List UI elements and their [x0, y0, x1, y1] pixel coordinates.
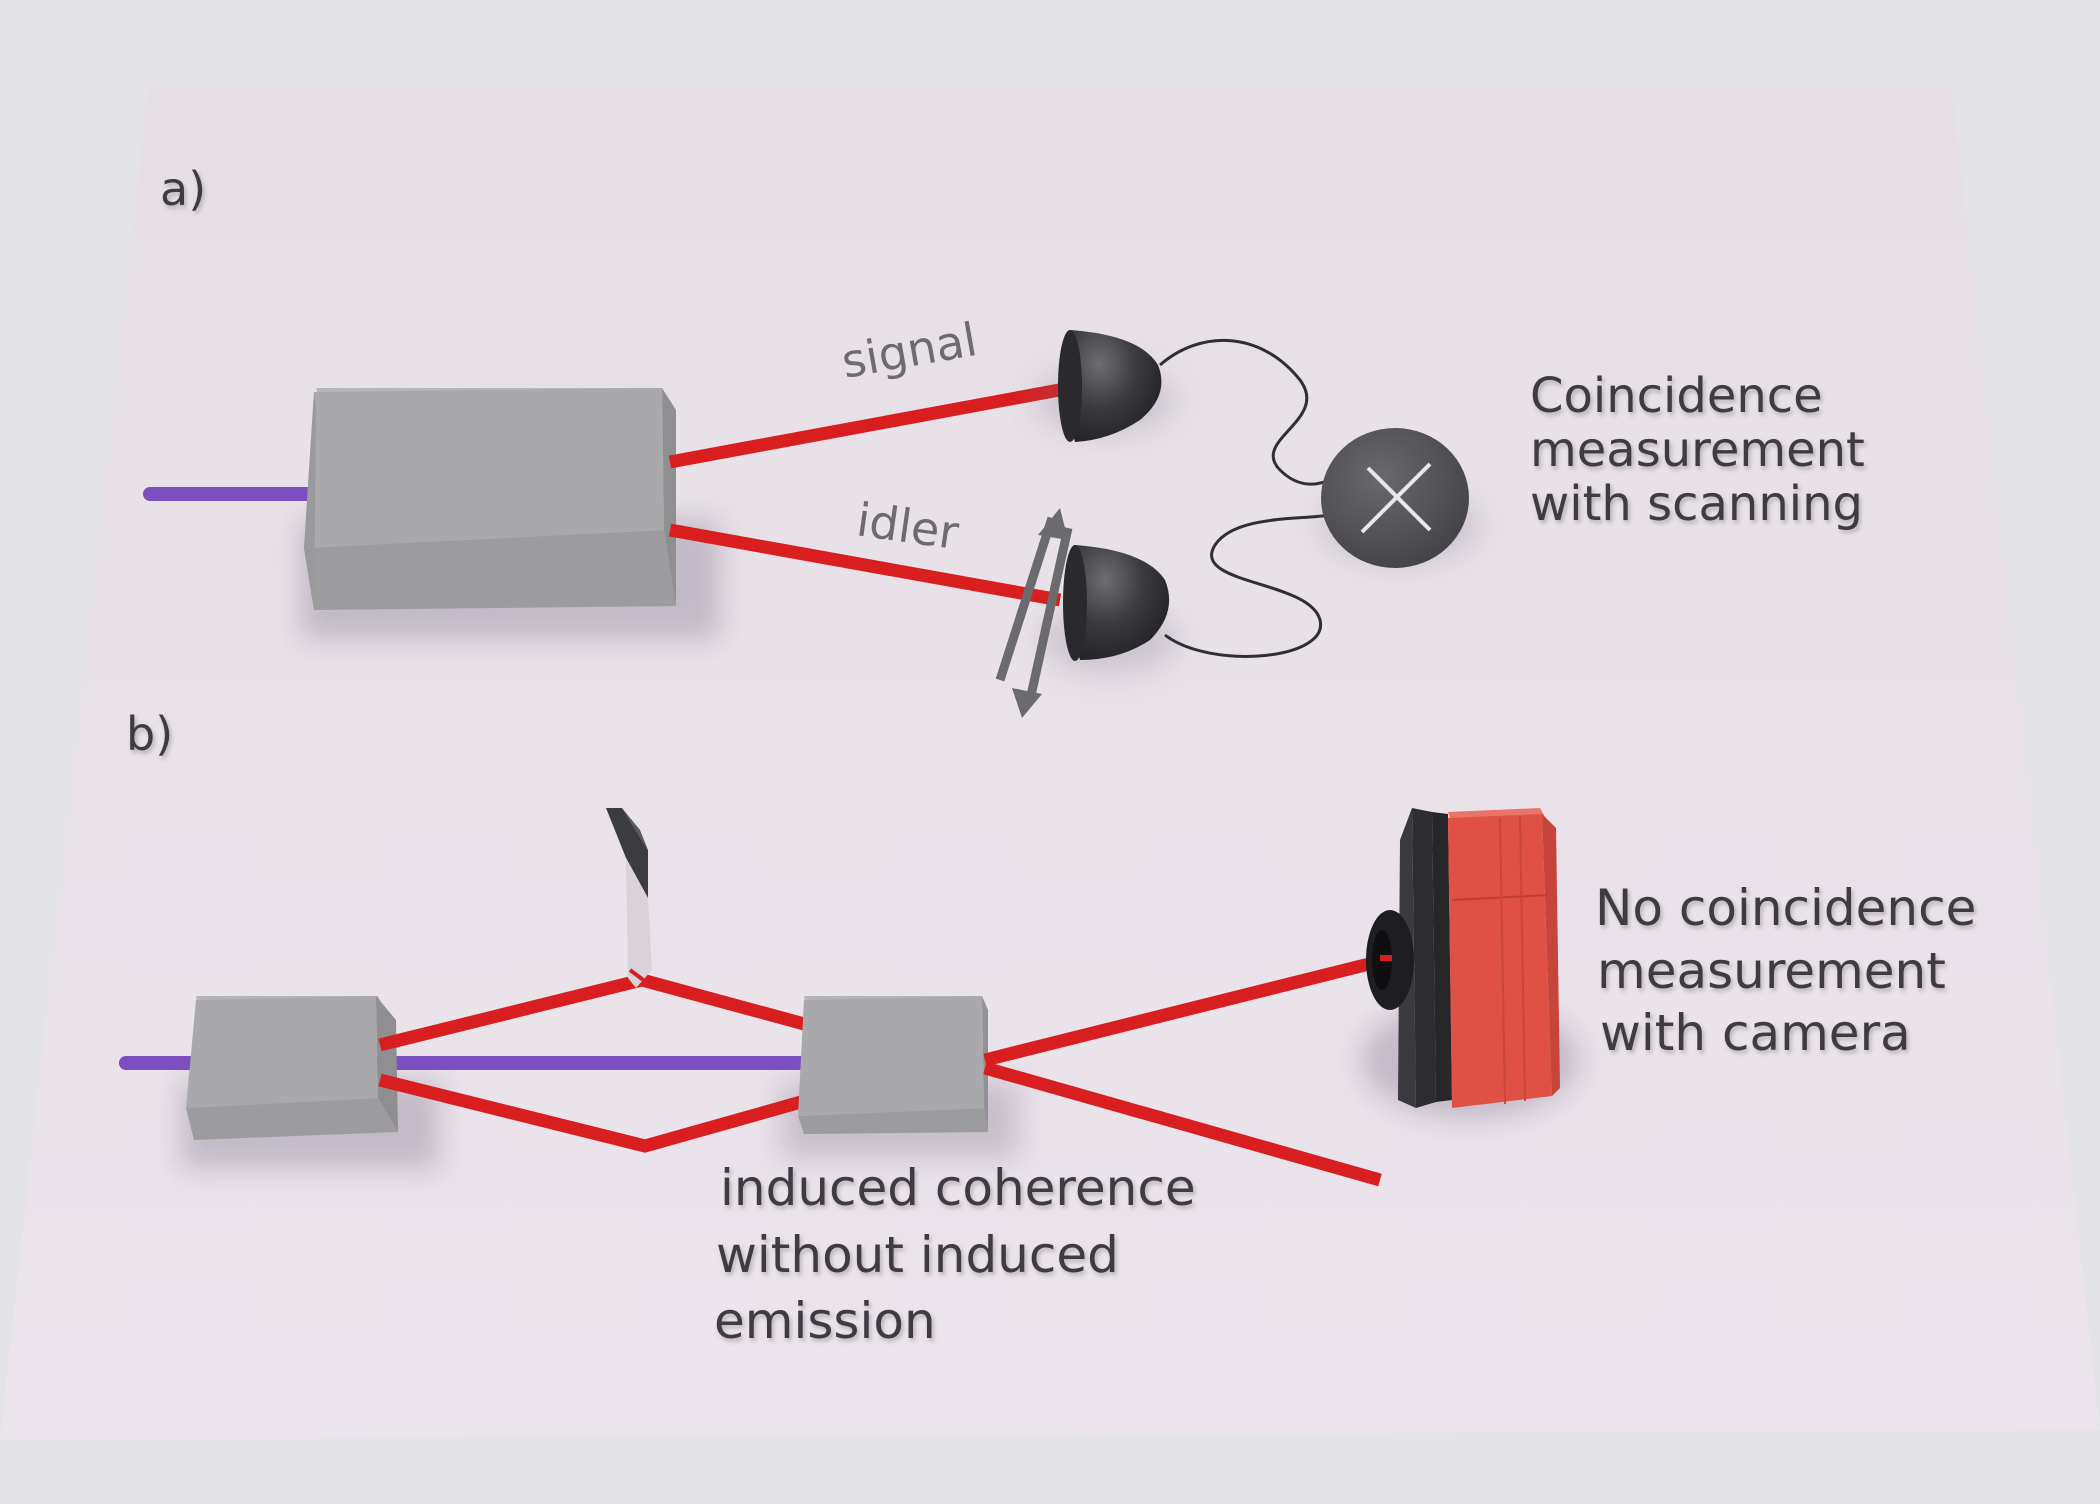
- panel-a-description-line-1: Coincidence: [1530, 368, 1823, 424]
- signal-beam: [668, 381, 1072, 469]
- detector-cable: [1164, 513, 1331, 658]
- idler-beam: [983, 1061, 1382, 1187]
- panel-a-description: Coincidence measurement with scanning: [1530, 368, 1865, 532]
- panel-b-description-line-3: with camera: [1600, 1004, 1911, 1062]
- panel-b-caption-line-3: emission: [714, 1292, 936, 1350]
- coincidence-counter-icon: [1320, 428, 1480, 568]
- panel-b-description: No coincidence measurement with camera: [1595, 879, 1976, 1062]
- signal-beam: [983, 953, 1387, 1067]
- single-photon-detector-icon: [1035, 330, 1175, 442]
- idler-beam: [378, 1073, 810, 1153]
- panel-a-label: a): [160, 162, 206, 216]
- detector-cable: [1159, 338, 1336, 486]
- panel-a: a) signal idler: [143, 162, 1865, 718]
- nonlinear-crystal-icon: [186, 996, 398, 1140]
- single-photon-detector-icon: [1040, 545, 1180, 675]
- mirror-icon: [606, 808, 652, 988]
- panel-b-label: b): [126, 707, 173, 761]
- panel-b-caption-line-2: without induced: [716, 1226, 1119, 1284]
- idler-beam: [668, 523, 1062, 607]
- nonlinear-crystal-icon: [304, 388, 676, 610]
- panel-b-caption: induced coherence without induced emissi…: [714, 1159, 1196, 1350]
- panel-b-description-line-2: measurement: [1597, 942, 1946, 1000]
- panel-b-caption-line-1: induced coherence: [720, 1159, 1196, 1217]
- camera-icon: [1360, 808, 1580, 1120]
- panel-b: b): [119, 707, 1976, 1350]
- panel-a-description-line-2: measurement: [1530, 422, 1865, 478]
- panel-a-description-line-3: with scanning: [1530, 476, 1863, 532]
- scan-arrows-icon: [995, 508, 1073, 718]
- nonlinear-crystal-icon: [798, 996, 988, 1134]
- panel-b-description-line-1: No coincidence: [1595, 879, 1976, 937]
